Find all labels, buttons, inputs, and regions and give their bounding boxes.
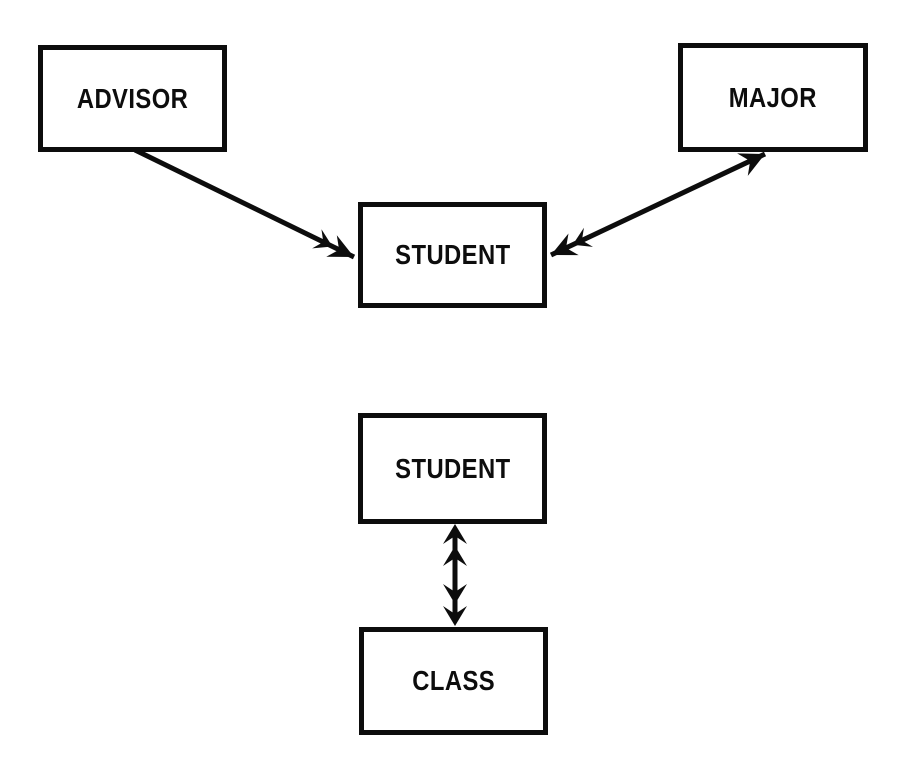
entity-label-major: MAJOR xyxy=(728,81,818,113)
entity-box-advisor: ADVISOR xyxy=(38,45,227,152)
student-class-arrow xyxy=(443,524,467,626)
entity-label-advisor: ADVISOR xyxy=(76,82,189,114)
entity-box-student-bottom: STUDENT xyxy=(358,413,547,524)
entity-box-student-top: STUDENT xyxy=(358,202,547,308)
entity-box-class: CLASS xyxy=(359,627,548,735)
entity-box-major: MAJOR xyxy=(678,43,868,152)
student-major-arrow xyxy=(549,151,767,258)
entity-label-student-top: STUDENT xyxy=(394,239,511,270)
entity-label-student-bottom: STUDENT xyxy=(394,452,511,484)
entity-label-class: CLASS xyxy=(412,665,495,696)
advisor-student-arrow xyxy=(133,147,356,260)
